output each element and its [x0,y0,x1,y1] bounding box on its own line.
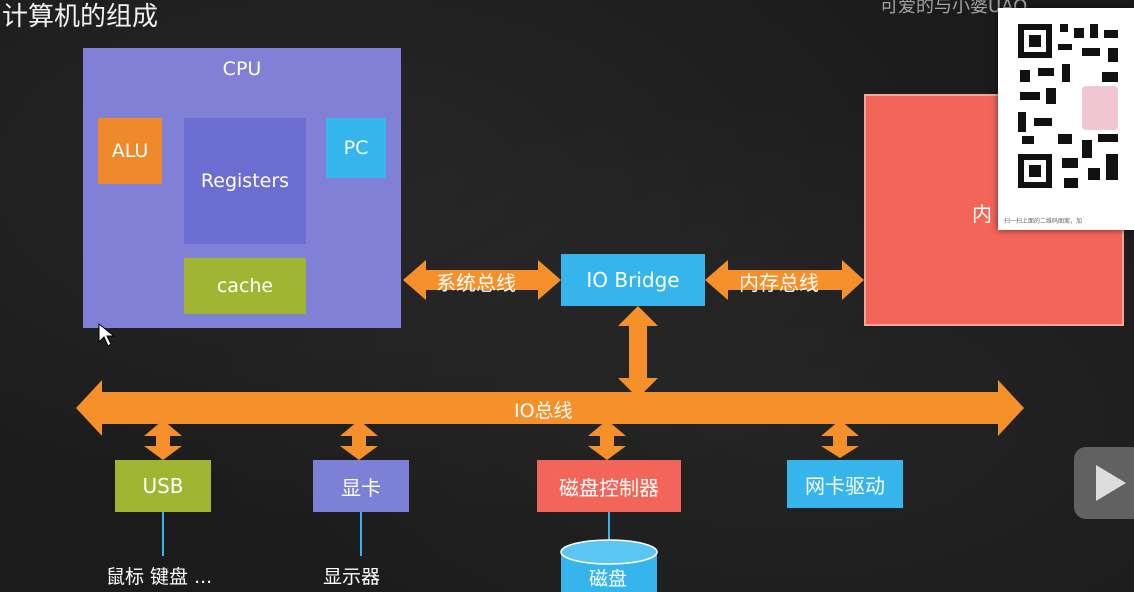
disk-connector-arrow [588,420,626,460]
disk-cylinder-top [560,539,658,565]
io-bus-label: IO总线 [514,400,573,422]
pc-box: PC [326,118,386,178]
nic-connector-arrow [821,420,859,458]
memory-bus-label: 内存总线 [739,271,819,295]
gpu-connector-arrow [340,420,378,460]
qr-caption: 扫一扫上面的二维码图案，加 [1004,218,1083,225]
play-button[interactable] [1074,447,1134,519]
watermark-text: 可爱的与小婆UAO [880,0,1028,17]
memory-bus-arrow [705,260,864,300]
play-icon [1096,465,1126,501]
usb-box: USB [115,460,211,512]
qr-code-icon [1018,24,1118,188]
disk-controller-box: 磁盘控制器 [537,460,681,512]
cpu-label: CPU [222,58,262,80]
gpu-box: 显卡 [313,460,409,512]
usb-peripherals-label: 鼠标 键盘 ... [106,566,213,588]
nic-driver-box: 网卡驱动 [787,460,903,508]
cache-box: cache [184,258,306,314]
usb-connector-arrow [144,420,182,460]
disk-label: 磁盘 [589,568,628,590]
system-bus-arrow [403,260,561,300]
io-bridge-box: IO Bridge [561,254,705,306]
alu-box: ALU [98,118,162,184]
bridge-io-arrow [618,306,658,398]
memory-label: 内 [972,202,992,226]
qr-avatar [1082,86,1118,130]
cpu-block: CPU ALU Registers PC cache [83,48,401,328]
mouse-cursor-icon [98,322,116,347]
qr-code-panel[interactable]: 扫一扫上面的二维码图案，加 [998,8,1134,230]
io-bus-arrow [76,380,1024,436]
display-label: 显示器 [323,566,381,588]
slide-title: 计算机的组成 [2,2,159,32]
system-bus-label: 系统总线 [436,271,516,295]
registers-box: Registers [184,118,306,244]
